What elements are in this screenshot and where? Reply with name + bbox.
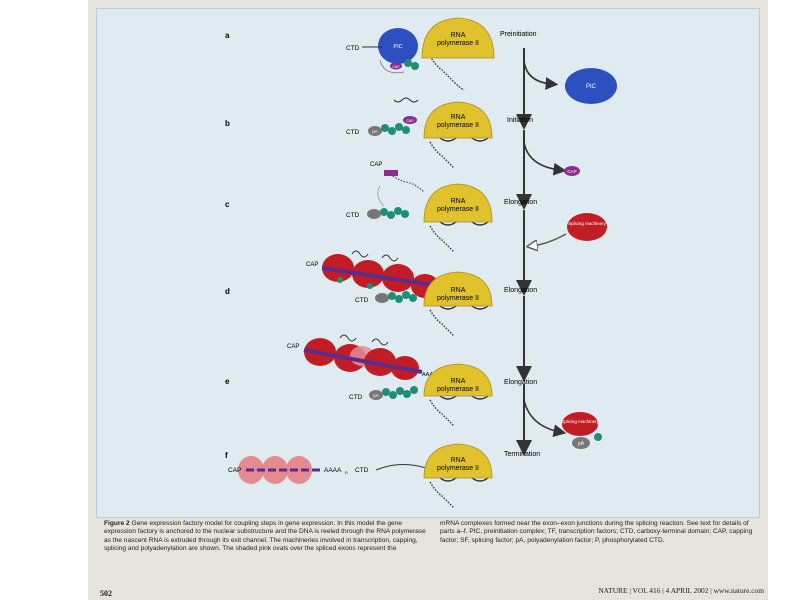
polymerase-label-e-1: RNA [451,378,466,385]
splicing-machinery-label: Splicing machinery [568,221,607,226]
stage-label-elongation-c: Elongation [504,199,537,206]
panel-a-complex: PIC RNA polymerase II CTD CAP [346,17,495,91]
polymerase-label-b-1: RNA [451,114,466,121]
journal-footer: NATURE | VOL 416 | 4 APRIL 2002 | www.na… [598,586,764,595]
ctd-label-f: CTD [355,467,369,474]
caption-title: Figure 2 [104,520,130,527]
pic-label-a: PIC [393,44,402,50]
panel-letter-b: b [225,119,230,128]
poly-a-label-f: AAAA [324,467,342,474]
splicing-machinery-released: Splicing machinery pA [561,412,602,449]
ctd-label-a: CTD [346,45,360,52]
polymerase-label-c-1: RNA [451,198,466,205]
polymerase-label-f-1: RNA [451,457,466,464]
poly-a-label-e: AAAA [422,372,437,378]
ctd-label-e: CTD [349,394,363,401]
pa-label-e: pA [373,393,379,398]
splicing-machinery-released-label: Splicing machinery [561,419,600,424]
stage-flow [516,48,567,456]
released-pa-label: pA [578,441,585,447]
cap-label-d: CAP [306,262,318,268]
stage-label-termination: Termination [504,451,540,458]
panel-letter-d: d [225,287,230,296]
caption-left-text: In this model the gene expression factor… [104,520,426,553]
polymerase-label-f-2: polymerase II [437,465,479,472]
panel-e-complex: CAP AAAA RNA polymerase II CTD pA [287,334,493,427]
caption-right-column: mRNA complexes formed near the exon–exon… [440,520,754,545]
polymerase-label-d-1: RNA [451,287,466,294]
panel-d-complex: CAP RNA polymerase II CTD [306,250,493,337]
released-pic-label: PIC [586,84,597,90]
figure-caption: Figure 2 Gene expression factory model f… [104,520,754,580]
panel-letter-e: e [225,377,230,386]
poly-a-subscript-f: n [345,470,348,475]
stage-label-preinitiation: Preinitiation [500,31,537,38]
panel-letter-f: f [225,451,228,460]
stage-label-elongation-d: Elongation [504,287,537,294]
polymerase-label-d-2: polymerase II [437,295,479,302]
cap-label-f: CAP [228,467,241,474]
caption-left-column: Figure 2 Gene expression factory model f… [104,520,426,554]
cap-label-b: CAP [406,119,414,123]
figure-panel-background [96,8,760,518]
polymerase-label-e-2: polymerase II [437,386,479,393]
released-cap: CAP [564,166,580,176]
polymerase-label-a-2: polymerase II [437,40,479,47]
panel-labels: a b c d e f Preinitiation Initiation Elo… [225,31,540,460]
splicing-machinery-incoming: Splicing machinery [567,213,607,241]
caption-right-text: mRNA complexes formed near the exon–exon… [440,520,753,544]
panel-b-complex: RNA polymerase II CTD pA CAP [346,97,493,169]
page-number: 502 [100,589,112,598]
panel-letter-c: c [225,200,230,209]
pa-label-b: pA [372,129,378,134]
cap-label-e: CAP [287,344,299,350]
stage-label-initiation: Initiation [507,117,533,124]
panel-letter-a: a [225,31,230,40]
polymerase-label-b-2: polymerase II [437,122,479,129]
caption-title-text: Gene expression factory model for coupli… [131,520,336,527]
ctd-label-d: CTD [355,297,369,304]
cap-label-c: CAP [370,162,382,168]
released-cap-label: CAP [567,169,576,174]
panel-f-complex: CAP AAAA n CTD RNA polymerase II [228,443,493,509]
panel-c-complex: RNA polymerase II CTD CAP [346,162,493,253]
ctd-label-b: CTD [346,129,360,136]
polymerase-label-c-2: polymerase II [437,206,479,213]
released-pic: PIC [565,68,617,104]
cap-label-a: CAP [392,65,400,69]
polymerase-label-a-1: RNA [451,32,466,39]
stage-label-elongation-e: Elongation [504,379,537,386]
ctd-label-c: CTD [346,212,360,219]
